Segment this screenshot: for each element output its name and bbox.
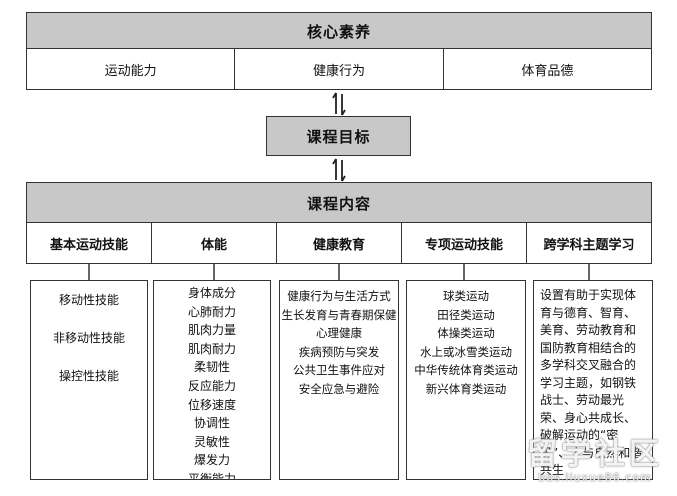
course-goal-title: 课程目标 — [306, 127, 371, 146]
core-competency-header: 核心素养 — [26, 12, 652, 50]
list-item: 生长发育与青春期保健 — [281, 307, 397, 322]
category-specialized-sports-skills: 专项运动技能 — [402, 223, 527, 263]
list-basic-motor-skills: 移动性技能 非移动性技能 操控性技能 — [30, 280, 148, 480]
list-physical-fitness: 身体成分 心肺耐力 肌肉力量 肌肉耐力 柔韧性 反应能力 位移速度 协调性 灵敏… — [153, 280, 271, 480]
category-physical-fitness: 体能 — [152, 223, 277, 263]
list-item: 新兴体育类运动 — [425, 381, 507, 396]
watermark-logo: 留学社区 bbs.liuxue86.com — [527, 437, 663, 485]
list-item: 柔韧性 — [193, 360, 230, 375]
list-item: 肌肉耐力 — [187, 341, 236, 356]
list-item: 疾病预防与突发 — [298, 344, 380, 359]
list-item: 健康行为与生活方式 — [287, 289, 391, 303]
list-item: 身体成分 — [187, 286, 236, 300]
list-item: 操控性技能 — [58, 369, 119, 383]
list-item: 平衡能力 — [187, 471, 236, 480]
content-category-row: 基本运动技能 体能 健康教育 专项运动技能 跨学科主题学习 — [26, 222, 652, 264]
list-item: 中华传统体育类运动 — [414, 363, 518, 378]
list-specialized-sports-skills: 球类运动 田径类运动 体操类运动 水上或冰雪类运动 中华传统体育类运动 新兴体育… — [406, 280, 526, 480]
interdisciplinary-description: 设置有助于实现体育与德育、智育、美育、劳动教育和国防教育相结合的多学科交叉融合的… — [540, 288, 643, 477]
list-item: 安全应急与避险 — [298, 381, 380, 396]
list-health-education: 健康行为与生活方式 生长发育与青春期保健 心理健康 疾病预防与突发 公共卫生事件… — [279, 280, 399, 480]
list-item: 球类运动 — [443, 289, 489, 303]
core-item-sports-ethics: 体育品德 — [521, 63, 574, 79]
core-item-health-behavior: 健康行为 — [235, 49, 444, 89]
list-item: 水上或冰雪类运动 — [420, 344, 512, 359]
list-item: 爆发力 — [193, 453, 230, 468]
category-basic-motor-skills: 基本运动技能 — [27, 223, 152, 263]
list-item: 心理健康 — [316, 326, 362, 341]
course-goal-box: 课程目标 — [266, 116, 411, 156]
list-item: 体操类运动 — [437, 326, 495, 341]
core-item-motor-ability: 运动能力 — [27, 49, 236, 89]
list-item: 反应能力 — [187, 378, 236, 393]
watermark-url-text: bbs.liuxue86.com — [538, 471, 652, 484]
list-item: 非移动性技能 — [52, 331, 125, 345]
category-health-education: 健康教育 — [277, 223, 402, 263]
category-interdisciplinary-learning: 跨学科主题学习 — [543, 237, 635, 253]
watermark-main-text: 留学社区 — [527, 437, 663, 472]
list-item: 田径类运动 — [437, 307, 495, 322]
course-content-title: 课程内容 — [306, 194, 371, 213]
list-item: 移动性技能 — [58, 293, 119, 307]
bidirectional-arrow-icon — [332, 92, 346, 116]
core-competency-row: 运动能力 健康行为 体育品德 — [26, 48, 652, 90]
list-item: 位移速度 — [187, 397, 236, 412]
core-competency-title: 核心素养 — [306, 22, 371, 41]
list-item: 肌肉力量 — [187, 323, 236, 338]
bidirectional-arrow-icon — [332, 158, 346, 182]
course-content-header: 课程内容 — [26, 182, 652, 224]
list-interdisciplinary-learning: 设置有助于实现体育与德育、智育、美育、劳动教育和国防教育相结合的多学科交叉融合的… — [533, 280, 653, 480]
list-item: 灵敏性 — [193, 434, 230, 449]
list-item: 公共卫生事件应对 — [293, 363, 385, 378]
list-item: 心肺耐力 — [187, 304, 236, 319]
list-item: 协调性 — [193, 416, 230, 431]
